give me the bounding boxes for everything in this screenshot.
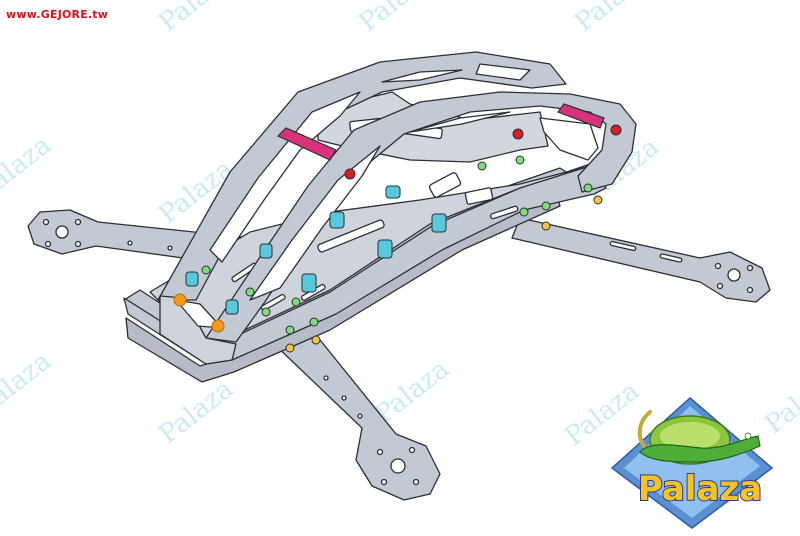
logo-text: Palaza	[638, 469, 762, 509]
magenta-crossbar-right	[557, 103, 605, 129]
canopy-left-side	[157, 51, 567, 301]
red-nut	[610, 124, 622, 136]
cyan-standoff	[329, 211, 345, 229]
green-nut	[541, 201, 551, 211]
green-nut	[309, 317, 319, 327]
cyan-standoff	[385, 185, 401, 199]
green-nut	[291, 297, 301, 307]
yellow-nut	[593, 195, 603, 205]
cyan-standoff	[225, 299, 239, 315]
green-nut	[201, 265, 211, 275]
orange-led	[211, 319, 225, 333]
green-nut	[519, 207, 529, 217]
green-nut	[285, 325, 295, 335]
cyan-standoff	[431, 213, 447, 233]
magenta-crossbar-left	[276, 127, 337, 161]
canopy-front-nose	[159, 295, 237, 365]
cyan-standoff	[185, 271, 199, 287]
cyan-standoff	[301, 273, 317, 293]
red-nut	[344, 168, 356, 180]
yellow-nut	[541, 221, 551, 231]
site-url: www.GEJORE.tw	[6, 8, 109, 21]
green-nut	[515, 155, 525, 165]
yellow-nut	[285, 343, 295, 353]
palaza-logo	[610, 397, 774, 529]
canopy-right-side	[205, 91, 637, 343]
yellow-nut	[311, 335, 321, 345]
logo-crocodile-icon	[639, 435, 761, 463]
green-nut	[477, 161, 487, 171]
red-nut	[512, 128, 524, 140]
green-nut	[583, 183, 593, 193]
orange-led	[173, 293, 187, 307]
arm-front-left	[269, 329, 441, 501]
cyan-standoff	[259, 243, 273, 259]
green-nut	[245, 287, 255, 297]
green-nut	[261, 307, 271, 317]
arm-rear-right	[511, 217, 771, 303]
cyan-standoff	[377, 239, 393, 259]
